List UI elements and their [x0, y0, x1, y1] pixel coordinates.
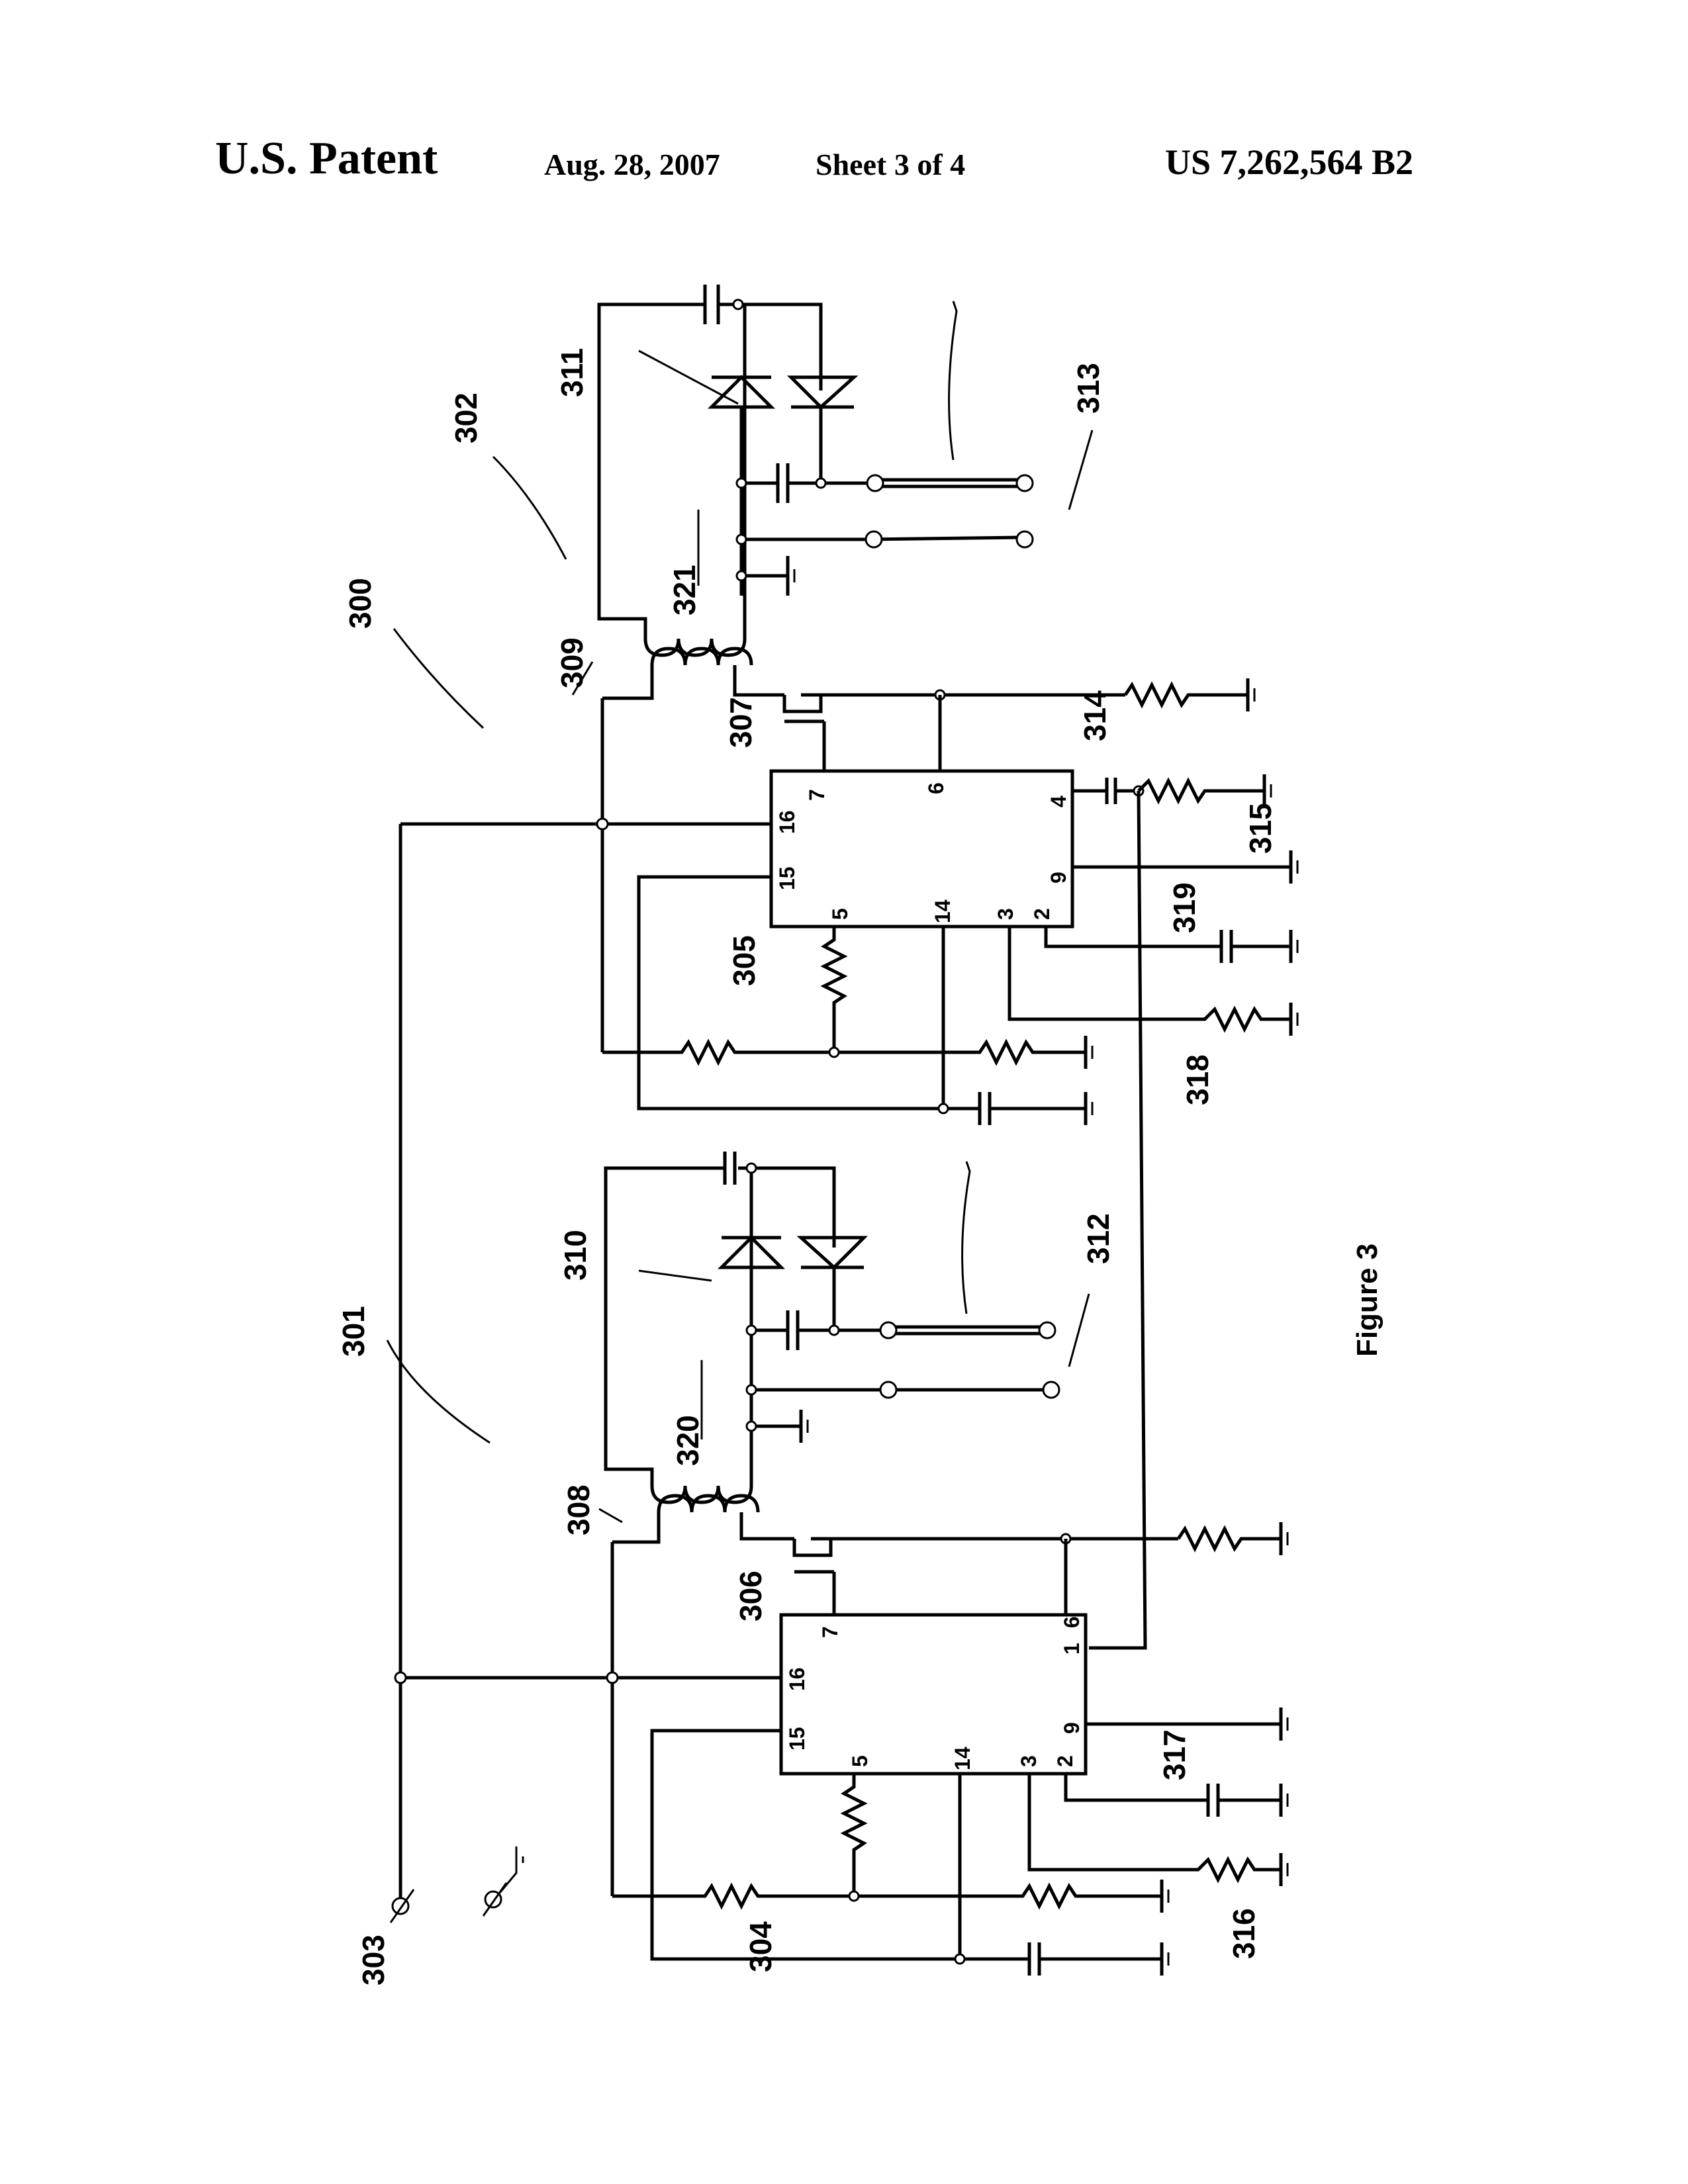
- label-303: 303: [356, 1934, 391, 1985]
- svg-text:6: 6: [1060, 1616, 1084, 1628]
- svg-text:2: 2: [1030, 908, 1054, 920]
- label-319: 319: [1167, 882, 1201, 933]
- label-317: 317: [1157, 1729, 1192, 1780]
- sheet-number: Sheet 3 of 4: [816, 148, 966, 181]
- patent-date: Aug. 28, 2007: [544, 148, 720, 181]
- transformer-309-primary: [650, 647, 753, 666]
- svg-text:7: 7: [818, 1626, 842, 1638]
- label-302: 302: [449, 392, 483, 443]
- patent-title: U.S. Patent: [215, 133, 438, 184]
- ic-304: [779, 1613, 1088, 1776]
- label-300: 300: [343, 578, 377, 629]
- svg-text:16: 16: [785, 1667, 809, 1691]
- mosfet-307: [782, 695, 826, 771]
- lower-circuit: [389, 1152, 1289, 1976]
- transformer-309-secondary: [643, 638, 747, 657]
- label-307: 307: [724, 697, 758, 748]
- label-321: 321: [667, 565, 702, 615]
- label-305: 305: [727, 935, 761, 986]
- svg-text:14: 14: [951, 1747, 974, 1770]
- svg-text:15: 15: [775, 866, 799, 890]
- junction-node: [394, 1671, 407, 1684]
- svg-text:1: 1: [1060, 1643, 1084, 1655]
- label-308: 308: [561, 1484, 596, 1535]
- svg-text:16: 16: [775, 810, 799, 834]
- svg-text:9: 9: [1047, 872, 1070, 884]
- diode: [707, 375, 776, 409]
- label-314: 314: [1078, 690, 1112, 741]
- svg-text:5: 5: [828, 908, 852, 920]
- reference-labels: 300 302 301 303 304 305 306 307 308 309 …: [336, 348, 1278, 1985]
- figure-caption: Figure 3: [1351, 1244, 1383, 1357]
- label-309: 309: [555, 637, 589, 688]
- svg-text:5: 5: [848, 1755, 872, 1767]
- svg-text:3: 3: [994, 908, 1017, 920]
- svg-text:14: 14: [931, 899, 955, 923]
- resistor: [1123, 681, 1248, 709]
- label-320: 320: [671, 1415, 705, 1466]
- transformer-308-secondary: [650, 1485, 753, 1504]
- patent-number: US 7,262,564 B2: [1165, 142, 1414, 182]
- svg-text:7: 7: [805, 789, 829, 801]
- svg-text:2: 2: [1053, 1755, 1077, 1767]
- ic-305-pins: 7 6 4 16 15 9 5 14 3 2: [775, 782, 1070, 923]
- ic-304-pins: 7 6 1 16 15 9 5 14 3 2: [785, 1616, 1084, 1770]
- label-301: 301: [336, 1306, 371, 1357]
- transformer-308-primary: [657, 1494, 760, 1513]
- ic-305: [769, 769, 1074, 929]
- label-311: 311: [555, 348, 589, 397]
- label-304: 304: [743, 1921, 778, 1972]
- label-312: 312: [1081, 1213, 1115, 1264]
- label-316: 316: [1227, 1908, 1261, 1959]
- svg-text:15: 15: [785, 1727, 809, 1751]
- svg-text:6: 6: [924, 782, 948, 794]
- label-315: 315: [1243, 803, 1278, 854]
- supply-rail: [399, 822, 612, 1906]
- label-318: 318: [1180, 1054, 1215, 1105]
- svg-text:3: 3: [1017, 1755, 1041, 1767]
- svg-text:9: 9: [1060, 1722, 1084, 1734]
- label-313: 313: [1071, 363, 1105, 414]
- mosfet-306: [792, 1539, 836, 1615]
- leader-lines: [386, 349, 1094, 1524]
- svg-text:4: 4: [1047, 796, 1070, 807]
- label-306: 306: [733, 1570, 768, 1621]
- label-310: 310: [558, 1230, 592, 1281]
- upper-circuit: [596, 285, 1299, 1650]
